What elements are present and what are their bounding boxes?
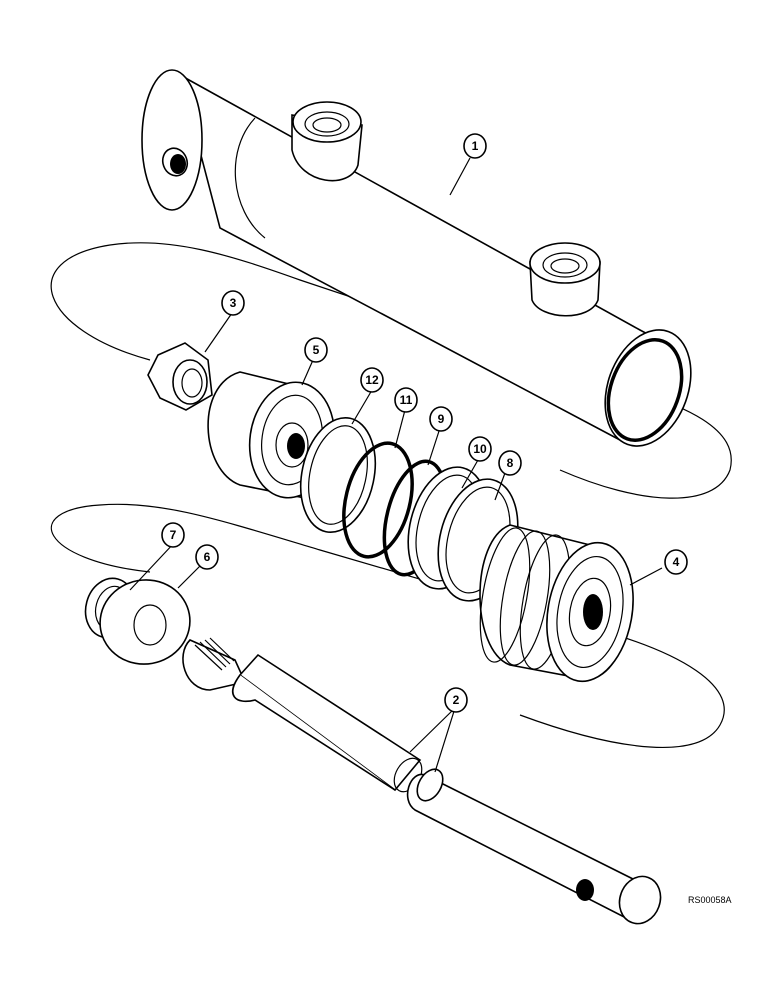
piston	[479, 524, 634, 683]
callout-8: 8	[498, 450, 522, 476]
callout-1-label: 1	[472, 139, 479, 153]
o-ring-11	[342, 441, 414, 559]
reference-code: RS00058A	[688, 895, 732, 905]
hydraulic-port-lower	[529, 242, 601, 317]
callout-12-label: 12	[365, 373, 379, 387]
callout-10: 10	[468, 436, 492, 462]
callout-7-label: 7	[170, 528, 177, 542]
callout-2: 2	[444, 687, 468, 713]
callout-1: 1	[463, 133, 487, 159]
callout-7: 7	[161, 522, 185, 548]
callout-4-label: 4	[673, 555, 680, 569]
callout-9-label: 9	[438, 412, 445, 426]
hydraulic-port-upper	[291, 101, 363, 182]
leader-lines	[129, 157, 663, 773]
callout-3: 3	[221, 290, 245, 316]
callout-4: 4	[664, 549, 688, 575]
upper-grouping-outline	[50, 242, 732, 499]
callout-9: 9	[429, 406, 453, 432]
callout-2-label: 2	[453, 693, 460, 707]
callout-3-label: 3	[230, 296, 237, 310]
callout-12: 12	[360, 367, 384, 393]
callout-11-label: 11	[400, 393, 413, 407]
callout-11: 11	[394, 387, 418, 413]
callout-5-label: 5	[313, 343, 320, 357]
callout-8-label: 8	[507, 456, 514, 470]
piston-rod	[182, 637, 662, 925]
hex-nut	[147, 342, 213, 411]
callout-10-label: 10	[473, 442, 487, 456]
callout-6-label: 6	[204, 550, 211, 564]
callout-6: 6	[195, 544, 219, 570]
callout-5: 5	[304, 337, 328, 363]
washer-6	[99, 579, 191, 665]
cylinder-barrel	[141, 69, 692, 447]
